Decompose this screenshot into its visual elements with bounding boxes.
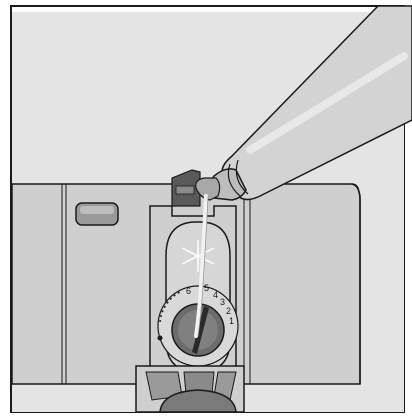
bottle-highlight xyxy=(246,52,408,154)
right-bracket xyxy=(351,183,361,384)
bottle-nozzle xyxy=(195,177,221,201)
dial-dot xyxy=(157,335,163,341)
level-indicator-icon xyxy=(181,240,215,272)
dial-label-4: 4 xyxy=(213,290,218,300)
liquid-stream xyxy=(194,194,208,338)
dial-label-2: 2 xyxy=(226,306,231,316)
bottle-ring-2 xyxy=(235,159,249,195)
dial-pointer xyxy=(192,306,209,354)
bottle-ring-1 xyxy=(227,163,241,197)
dial-label-5: 5 xyxy=(204,283,209,293)
dial-label-3: 3 xyxy=(220,297,225,307)
tray-opening xyxy=(159,389,237,413)
dial-label-1: 1 xyxy=(229,316,234,326)
liquid-stream-edge xyxy=(197,195,209,337)
latch-highlight xyxy=(80,206,114,214)
lid-tab-slot xyxy=(175,185,195,195)
dial-label-6: 6 xyxy=(186,286,191,296)
